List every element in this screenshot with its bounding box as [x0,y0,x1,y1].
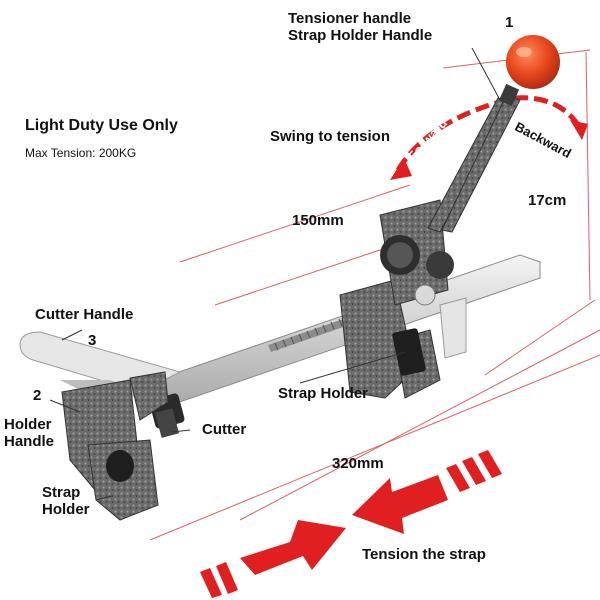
dimension-17cm-label: 17cm [528,192,567,209]
dimension-lines [149,49,600,541]
dimension-320mm-label: 320mm [332,455,384,472]
cutter-label: Cutter [202,421,247,438]
number-3-label: 3 [88,332,97,349]
max-tension-label: Max Tension: 200KG [25,146,137,160]
tension-the-strap-label: Tension the strap [362,546,486,563]
tension-arrow-icon [200,450,502,598]
tensioner-knob-icon [506,35,560,89]
tensioner-handle-label: Tensioner handle Strap Holder Handle [288,10,433,44]
swing-to-tension-label: Swing to tension [270,128,390,145]
holder-handle-label: Holder Handle [4,416,55,450]
leader-lines [49,47,501,501]
left-body [61,371,185,521]
strap-holder-right-label: Strap Holder [278,385,369,402]
number-2-label: 2 [33,387,42,404]
strap-holder-left-label: Strap Holder [42,484,90,518]
tensioner-lever [427,83,521,233]
number-1-label: 1 [505,14,514,31]
light-duty-label: Light Duty Use Only [25,117,178,134]
right-body [339,199,467,399]
dimension-150mm-label: 150mm [292,212,344,229]
cutter-handle-label: Cutter Handle [35,306,134,323]
